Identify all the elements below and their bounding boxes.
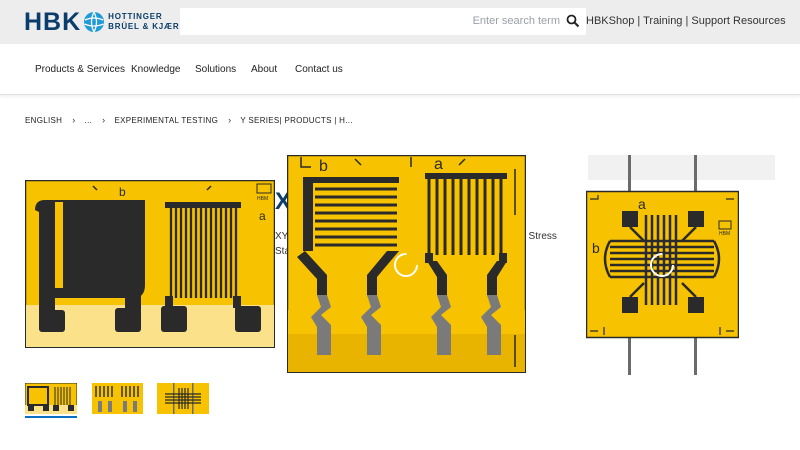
gauge-label-b: b <box>592 240 600 256</box>
logo-text: HBK <box>24 8 82 36</box>
gauge-image-3[interactable]: a b HBM <box>586 155 739 375</box>
search-input[interactable]: Enter search term <box>472 15 560 27</box>
link-separator: | <box>682 15 692 27</box>
gauge-image-1[interactable]: b a HBM <box>25 180 275 348</box>
logo-sub-line2: BRÜEL & KJÆR <box>108 22 180 31</box>
nav-about[interactable]: About <box>251 64 278 75</box>
search-icon[interactable] <box>566 14 580 28</box>
nav-knowledge[interactable]: Knowledge <box>131 64 181 75</box>
gauge-label-b: b <box>319 158 328 175</box>
breadcrumb-english[interactable]: ENGLISH <box>25 115 63 125</box>
link-support-resources[interactable]: Support Resources <box>691 15 786 27</box>
logo-subtitle: HOTTINGER BRÜEL & KJÆR <box>108 12 179 32</box>
description-fragment-2: Sta <box>275 246 291 257</box>
thumbnail-3[interactable] <box>157 383 209 414</box>
top-bar: HBK HOTTINGER BRÜEL & KJÆR Enter search … <box>0 0 800 44</box>
breadcrumb-experimental-testing[interactable]: EXPERIMENTAL TESTING <box>114 115 219 125</box>
hbm-brand-text: HBM <box>719 231 730 237</box>
nav-products-services[interactable]: Products & Services <box>35 64 126 75</box>
gauge-label-a: a <box>434 156 443 173</box>
chevron-right-icon: › <box>102 115 106 125</box>
gauge-label-a: a <box>259 209 266 223</box>
nav-contact-us[interactable]: Contact us <box>295 64 343 75</box>
utility-links: HBKShop | Training | Support Resources <box>586 15 786 27</box>
info-bar <box>588 155 775 180</box>
nav-solutions[interactable]: Solutions <box>195 64 237 75</box>
search-box[interactable]: Enter search term <box>180 8 586 35</box>
gauge-image-2[interactable]: b a <box>287 155 526 373</box>
active-thumbnail-indicator <box>25 416 77 418</box>
loading-spinner-icon <box>650 253 674 277</box>
link-hbkshop[interactable]: HBKShop <box>586 15 635 27</box>
gauge-label-a: a <box>638 196 646 212</box>
breadcrumb: ENGLISH › ... › EXPERIMENTAL TESTING › Y… <box>25 115 353 125</box>
logo-sub-line1: HOTTINGER <box>108 12 163 21</box>
description-fragment-1: XY <box>275 231 289 242</box>
main-nav: Products & Services Knowledge Solutions … <box>0 44 800 95</box>
gauge-label-b: b <box>119 185 126 199</box>
loading-spinner-icon <box>394 253 418 277</box>
hbk-logo[interactable]: HBK HOTTINGER BRÜEL & KJÆR <box>24 9 179 35</box>
chevron-right-icon: › <box>228 115 232 125</box>
description-fragment-3: al Stress <box>518 231 557 242</box>
hbm-brand-text: HBM <box>257 196 268 202</box>
link-training[interactable]: Training <box>643 15 683 27</box>
breadcrumb-ellipsis[interactable]: ... <box>84 115 93 125</box>
globe-icon <box>84 11 105 33</box>
link-separator: | <box>634 15 644 27</box>
breadcrumb-current: Y SERIES| PRODUCTS | H... <box>240 115 353 125</box>
thumbnail-1[interactable] <box>25 383 77 414</box>
chevron-right-icon: › <box>72 115 76 125</box>
thumbnail-2[interactable] <box>92 383 143 414</box>
